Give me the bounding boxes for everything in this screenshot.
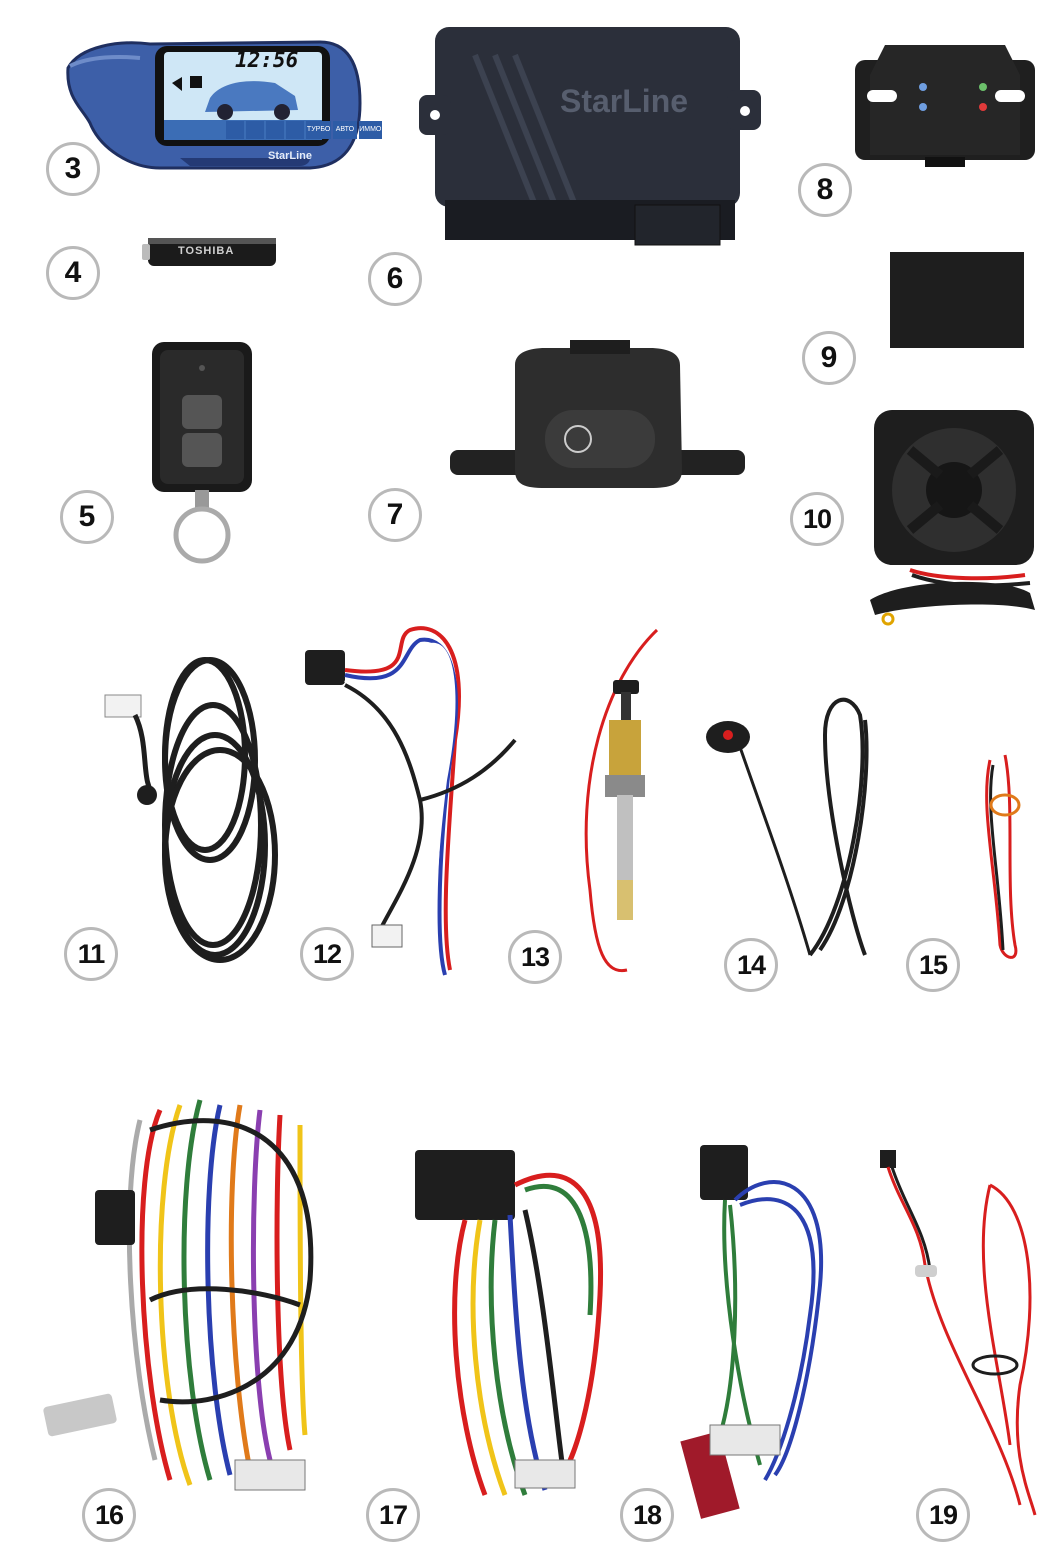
red-wire-image	[880, 1150, 1037, 1516]
main-harness-image	[43, 1099, 314, 1491]
label-10: 10	[790, 492, 844, 546]
label-19: 19	[916, 1488, 970, 1542]
lcd-menu-key	[286, 121, 304, 139]
label-7: 7	[368, 488, 422, 542]
label-11: 11	[64, 927, 118, 981]
item-7-shock-sensor	[450, 340, 750, 500]
lcd-remote-image	[66, 40, 362, 170]
lcd-menu-immo: ИММО	[358, 121, 383, 139]
led-cable-image	[706, 697, 869, 957]
main-unit-image	[419, 27, 761, 246]
item-3-lcd-remote: 12:56 ТУРБО АВТО ИММО StarLine	[60, 28, 383, 178]
pin-switch-image	[584, 628, 659, 973]
item-10-siren	[860, 405, 1060, 630]
adhesive-pad-image	[890, 252, 1024, 348]
label-4: 4	[46, 246, 100, 300]
label-5: 5	[60, 490, 114, 544]
label-6: 6	[368, 252, 422, 306]
lcd-menu-auto: АВТО	[333, 121, 357, 139]
blue-green-harness-image	[680, 1145, 824, 1519]
item-8-module	[855, 35, 1040, 170]
shock-sensor-image	[450, 340, 745, 488]
secondary-harness-image	[415, 1150, 604, 1496]
item-17-secondary-harness	[405, 1135, 625, 1515]
lcd-menu-bar: ТУРБО АВТО ИММО	[226, 121, 383, 139]
label-14: 14	[724, 938, 778, 992]
label-3: 3	[46, 142, 100, 196]
remote-brand-text: StarLine	[268, 150, 313, 162]
item-6-main-unit: StarLine	[415, 15, 765, 250]
item-13-pin-switch	[565, 628, 685, 985]
item-4-battery: TOSHIBA	[140, 232, 280, 272]
battery-brand-text: TOSHIBA	[178, 245, 235, 257]
siren-image	[870, 410, 1035, 626]
label-16: 16	[82, 1488, 136, 1542]
battery-image	[142, 238, 276, 266]
module-image	[855, 45, 1035, 167]
label-12: 12	[300, 927, 354, 981]
item-12-colour-cable	[300, 620, 520, 990]
lcd-menu-tools	[246, 121, 264, 139]
label-13: 13	[508, 930, 562, 984]
label-17: 17	[366, 1488, 420, 1542]
lcd-menu-timer	[226, 121, 244, 139]
item-14-led-cable	[700, 685, 900, 970]
lcd-menu-sensor	[266, 121, 284, 139]
item-16-main-harness	[40, 1080, 340, 1510]
small-wire-image	[985, 754, 1021, 959]
lcd-time-text: 12:56	[235, 48, 299, 72]
item-19-red-wire	[870, 1145, 1055, 1525]
main-unit-brand-text: StarLine	[560, 83, 689, 119]
colour-cable-image	[305, 626, 517, 981]
item-18-blue-green-harness	[680, 1135, 860, 1535]
item-5-keyfob	[150, 340, 260, 570]
item-15-small-wire	[975, 745, 1035, 970]
black-cable-image	[104, 657, 278, 963]
item-9-adhesive-pad	[888, 250, 1026, 350]
item-11-black-cable	[95, 645, 285, 985]
label-18: 18	[620, 1488, 674, 1542]
keyfob-image	[152, 342, 252, 564]
label-15: 15	[906, 938, 960, 992]
lcd-menu-turbo: ТУРБО	[306, 121, 332, 139]
label-9: 9	[802, 331, 856, 385]
label-8: 8	[798, 163, 852, 217]
